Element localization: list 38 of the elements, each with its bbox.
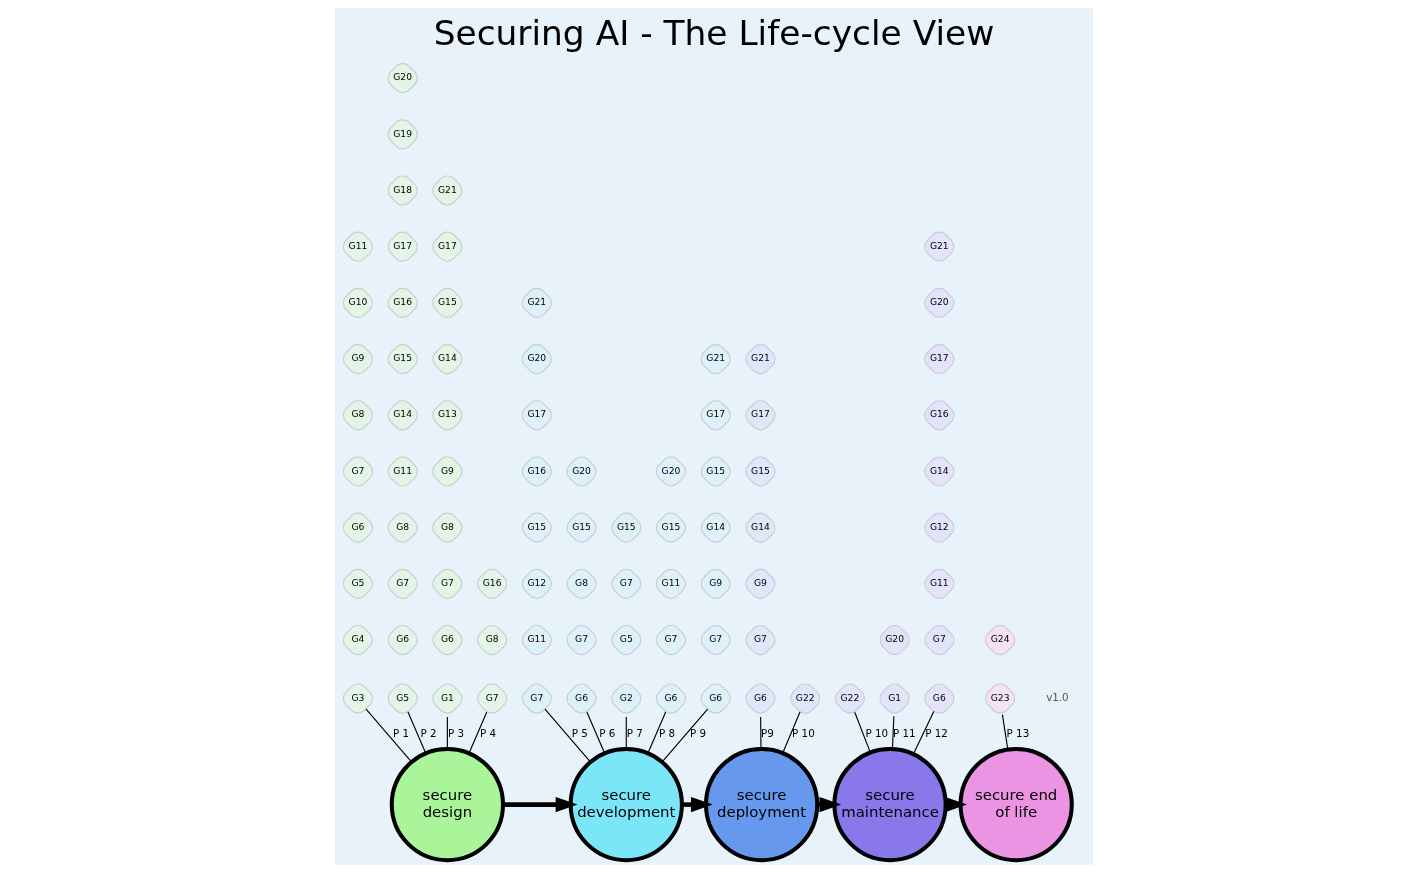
connector xyxy=(891,715,894,750)
connector xyxy=(625,716,627,750)
edge-label: P 7 xyxy=(626,726,643,739)
connector xyxy=(1001,714,1008,750)
edge-label: P 4 xyxy=(479,726,496,739)
edge-label: P 3 xyxy=(447,726,464,739)
edge-label: P 6 xyxy=(598,726,615,739)
arrow xyxy=(502,796,577,813)
connector xyxy=(585,711,605,754)
connector xyxy=(543,708,591,763)
edge-label: P 10 xyxy=(791,726,815,739)
connector xyxy=(781,711,801,754)
edge-label: P 5 xyxy=(571,726,588,739)
edge-label: P 2 xyxy=(419,726,436,739)
connector xyxy=(646,711,666,754)
connector xyxy=(853,711,871,754)
connector xyxy=(364,708,412,763)
connector xyxy=(759,716,762,750)
connector xyxy=(661,708,708,763)
arrow xyxy=(681,796,713,813)
edge-label: P 12 xyxy=(924,726,948,739)
edge-label: P 10 xyxy=(865,726,888,739)
edge-label: P 11 xyxy=(892,726,916,739)
connector xyxy=(912,710,934,755)
node-circle: secure deployment xyxy=(703,747,819,863)
edge-label: P 13 xyxy=(1006,726,1029,739)
edge-label: P 8 xyxy=(658,726,675,739)
node-circle: secure end of life xyxy=(958,747,1074,863)
edge-label: P 9 xyxy=(689,726,706,739)
connector xyxy=(468,711,487,754)
node-circle: secure development xyxy=(568,747,684,863)
node-circle: secure design xyxy=(389,747,505,863)
diagram-title: Securing AI - The Life-cycle View xyxy=(433,12,994,53)
connector xyxy=(406,711,426,754)
connector xyxy=(446,716,448,750)
edge-label: P9 xyxy=(760,726,774,739)
label: v1.0 xyxy=(1045,691,1069,704)
edge-label: P 1 xyxy=(392,726,409,739)
